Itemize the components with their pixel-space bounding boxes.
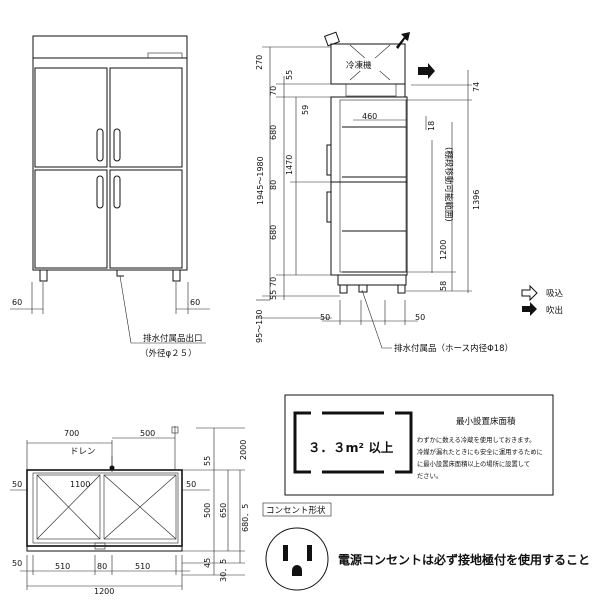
dim-plan-80: 80 (97, 562, 107, 571)
dim-plan-1100: 1100 (70, 480, 90, 489)
min-floor-note-1: わずかに数える冷蔵を使用しておきます。 (417, 435, 535, 444)
handle-lower-right (113, 175, 121, 209)
outlet-icon (265, 527, 329, 591)
dim-side-leg-height: 95～130 (255, 310, 264, 343)
min-floor-area-title: 最小設置床面積 (456, 416, 516, 427)
intake-arrow-icon (521, 284, 538, 302)
airflow-legend (521, 284, 538, 316)
handle-lower-left (96, 175, 104, 209)
outlet-warning: 電源コンセントは必ず接地極付を使用すること (338, 552, 590, 567)
hose-label: 排水付属品（ホース内径Φ18） (394, 343, 513, 354)
dim-plan-45: 45 (203, 558, 212, 568)
dim-plan-50-c: 50 (12, 559, 22, 568)
front-view: 60 60 (10, 35, 210, 344)
dim-side-74: 74 (472, 82, 481, 92)
dim-side-59: 59 (301, 105, 310, 115)
dim-plan-55: 55 (203, 456, 212, 466)
nameplate (147, 52, 183, 59)
exhaust-arrow-icon (522, 302, 537, 316)
plan-door-front (26, 545, 183, 552)
drain-outlet-label: 排水付属品出口 (143, 333, 203, 344)
exhaust-duct (324, 31, 340, 47)
outlet-shape-label: コンセント形状 (266, 505, 326, 516)
dim-plan-50-b: 50 (186, 480, 196, 489)
dim-side-680-top: 680 (269, 125, 278, 140)
dim-side-58: 58 (439, 281, 448, 291)
dim-side-70-top: 70 (269, 86, 278, 96)
dim-plan-680-5: 680．5 (241, 504, 250, 532)
cooling-unit-label: 冷凍機 (346, 60, 372, 71)
dim-side-680-bottom: 680 (269, 225, 278, 240)
min-floor-area-value: ３．３m² 以上 (308, 440, 394, 455)
door-lower-right (109, 169, 183, 269)
plan-right-compartment (103, 474, 177, 540)
dim-side-1200: 1200 (439, 240, 448, 260)
side-view: 冷凍機 (256, 31, 472, 349)
dim-side-50-left: 50 (320, 313, 330, 322)
dim-side-1470: 1470 (285, 155, 294, 175)
dim-side-55-bottom: 55 (269, 290, 278, 300)
plan-view (10, 426, 245, 590)
foot-right (172, 269, 181, 282)
handle-upper-right (113, 128, 121, 162)
cabinet-body (32, 57, 188, 271)
dim-side-1396: 1396 (472, 190, 481, 210)
dim-side-70-bottom: 70 (269, 277, 278, 287)
dim-plan-1200: 1200 (94, 587, 114, 596)
dim-plan-2000: 2000 (239, 440, 248, 460)
plan-left-compartment (36, 474, 101, 540)
min-floor-note-4: ださい。 (417, 472, 442, 480)
handle-upper-left (96, 128, 104, 162)
exhaust-right-arrow (418, 63, 435, 79)
drain-outer-diameter-label: （外径φ２５） (140, 348, 197, 359)
dim-side-50-right: 50 (415, 313, 425, 322)
drain-outlet-pipe (116, 270, 124, 277)
dim-side-overall-height: 1945～1980 (256, 156, 265, 205)
dim-plan-510-right: 510 (135, 562, 150, 571)
dim-plan-700: 700 (64, 429, 79, 438)
handle-upper-side (326, 144, 332, 176)
door-upper-left (34, 67, 108, 168)
dim-plan-30-5: 30．5 (219, 559, 228, 582)
foot-left (39, 269, 48, 282)
dim-side-18: 18 (427, 121, 436, 131)
dim-plan-510-left: 510 (55, 562, 70, 571)
cabinet-side (330, 96, 408, 276)
dim-plan-500: 500 (140, 429, 155, 438)
hose-leader (361, 289, 392, 349)
dim-plan-500-v: 500 (203, 503, 212, 518)
dim-60-left: 60 (12, 298, 22, 307)
base-side (337, 274, 407, 286)
dim-plan-50-a: 50 (12, 480, 22, 489)
dim-plan-650: 650 (219, 503, 228, 518)
handle-lower-side (326, 191, 332, 223)
dim-60-right: 60 (190, 298, 200, 307)
drain-outlet-leader (119, 275, 206, 344)
min-floor-note-2: 冷媒が漏れたときにも安全に運用するために (417, 447, 543, 456)
min-floor-area-box (284, 394, 554, 496)
dim-side-80: 80 (269, 180, 278, 190)
plan-outline (26, 469, 183, 547)
drain-label: ドレン (70, 447, 96, 457)
intake-label: 吸込 (546, 288, 564, 299)
dim-side-270: 270 (255, 55, 264, 70)
exhaust-label: 吹出 (546, 305, 563, 316)
dim-side-55-top: 55 (285, 70, 294, 80)
top-section (331, 83, 406, 98)
shelf-range-label: (棚段移動可能範囲) (443, 147, 454, 222)
drain-point (109, 465, 115, 471)
door-lower-left (34, 169, 108, 269)
top-panel (32, 35, 188, 59)
foot-front-side (339, 284, 348, 294)
dim-side-460: 460 (362, 112, 377, 121)
foot-back-side (397, 284, 406, 294)
min-floor-note-3: に最小設置床面積以上の場所に設置して (417, 459, 530, 468)
drain-hose-fitting (358, 284, 368, 293)
door-upper-right (109, 67, 183, 168)
exhaust-up-arrow (396, 32, 410, 49)
